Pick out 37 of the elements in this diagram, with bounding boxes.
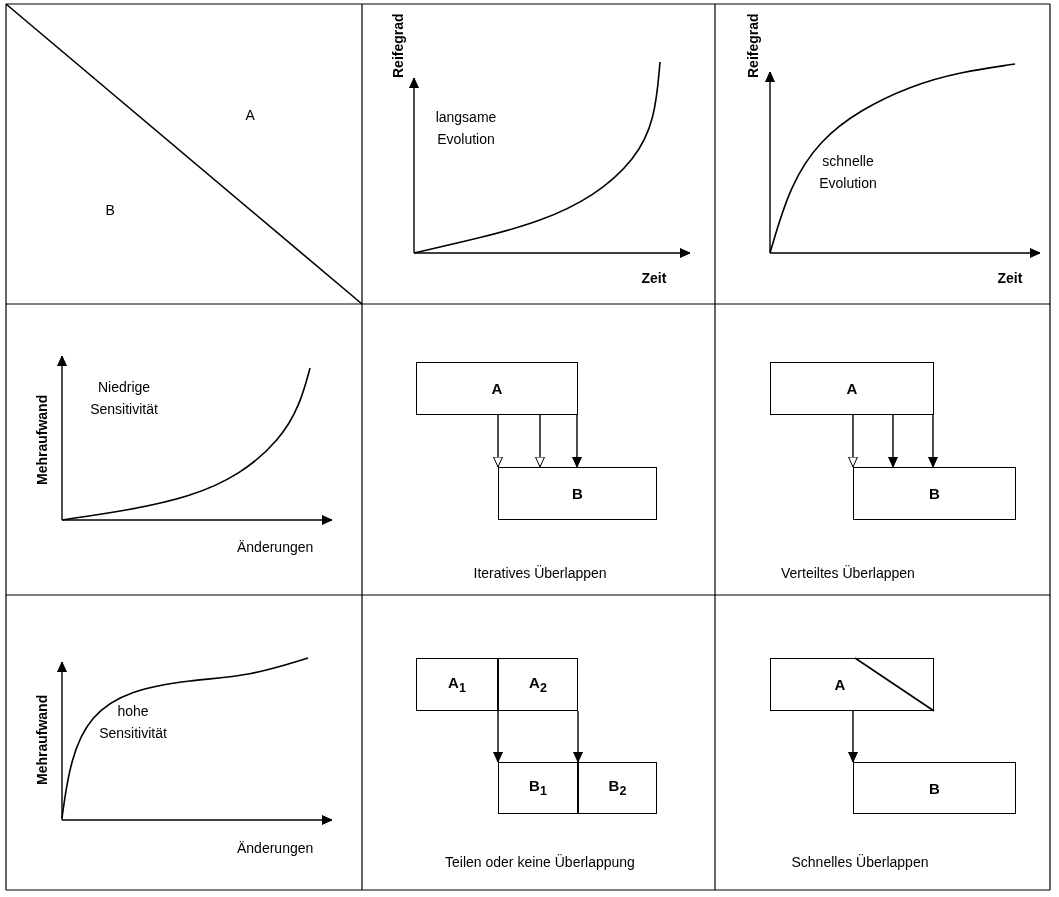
process-box: A — [770, 362, 934, 415]
axis-label: Mehraufwand — [33, 394, 51, 485]
cell-caption: Schnelles Überlappen — [791, 853, 929, 871]
arrow — [573, 710, 583, 763]
curve-label: hohe Sensitivität — [98, 701, 168, 743]
arrow — [535, 414, 545, 468]
arrow — [928, 414, 938, 468]
arrow — [572, 414, 582, 468]
process-box: A — [770, 658, 934, 711]
axis-label: Reifegrad — [389, 12, 407, 78]
arrow — [888, 414, 898, 468]
axis-label: Mehraufwand — [33, 694, 51, 785]
axis-label: Änderungen — [237, 839, 314, 857]
region-label: B — [105, 201, 115, 219]
process-box: A$_{1}$ — [416, 658, 498, 711]
process-box: B$_{2}$ — [578, 762, 657, 814]
axis-label: Änderungen — [237, 538, 314, 556]
axis-label: Zeit — [641, 269, 667, 287]
region-label: A — [245, 106, 255, 124]
process-box: B — [853, 467, 1016, 520]
arrow — [493, 710, 503, 763]
cell-caption: Verteiltes Überlappen — [781, 564, 915, 582]
axis-label: Zeit — [997, 269, 1023, 287]
process-box: A$_{2}$ — [498, 658, 578, 711]
cell-caption: Iteratives Überlappen — [473, 564, 607, 582]
cell-caption: Teilen oder keine Überlappung — [445, 853, 635, 871]
curve-label: schnelle Evolution — [818, 151, 878, 193]
arrow — [848, 414, 858, 468]
curve-label: langsame Evolution — [434, 107, 498, 149]
arrow — [848, 710, 858, 763]
axis-label: Reifegrad — [744, 12, 762, 78]
process-box: B — [498, 467, 657, 520]
process-box: A — [416, 362, 578, 415]
arrow — [493, 414, 503, 468]
curve-label: Niedrige Sensitivität — [89, 377, 159, 419]
process-box: B$_{1}$ — [498, 762, 578, 814]
process-box: B — [853, 762, 1016, 814]
